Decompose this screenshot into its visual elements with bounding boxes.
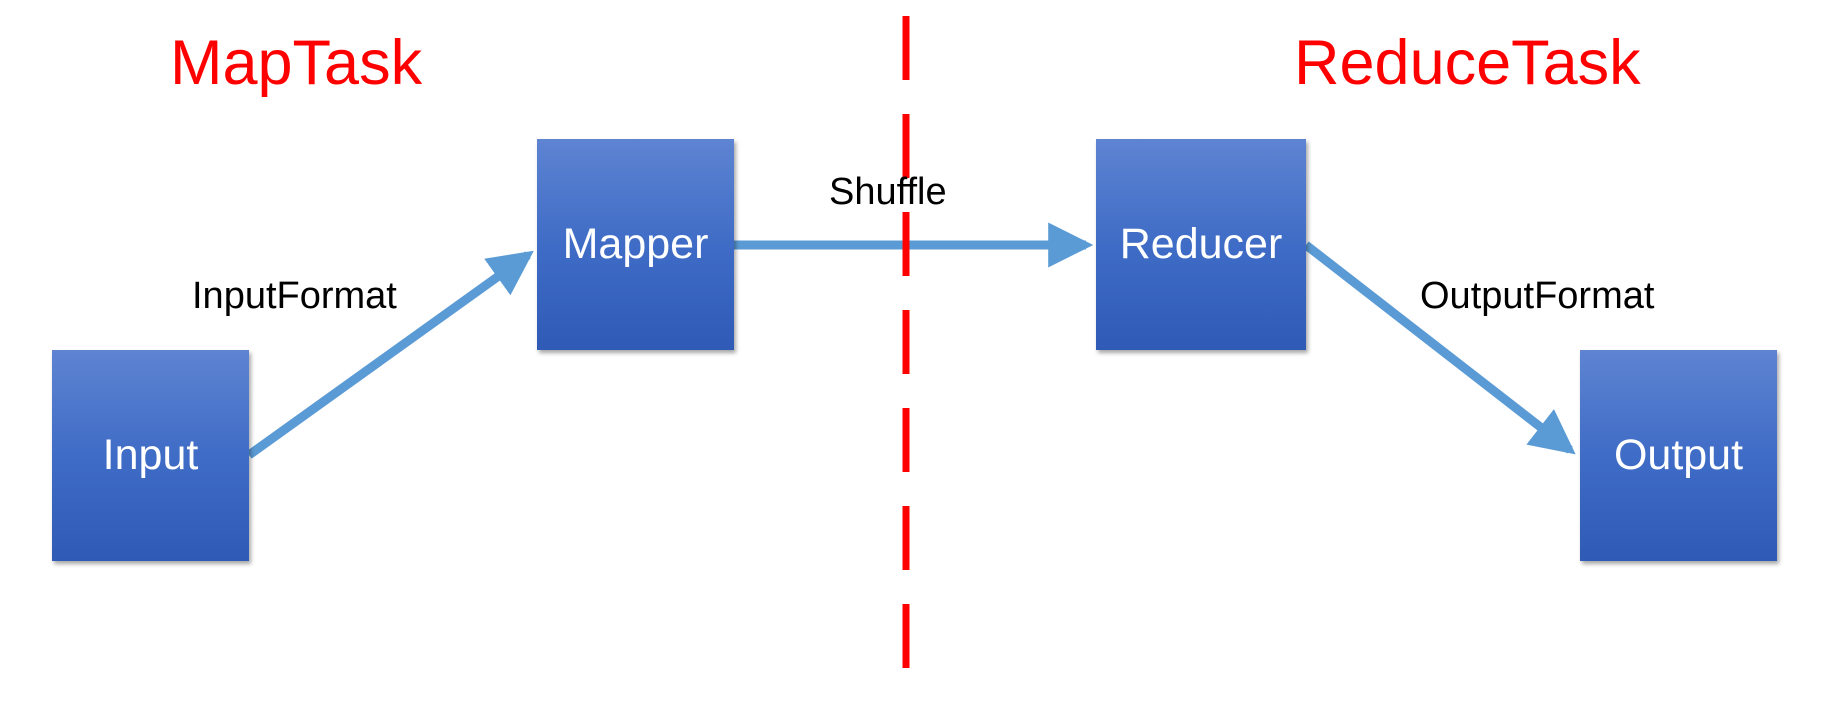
reducer-node-label: Reducer [1119,220,1283,268]
inputformat-label: InputFormat [192,275,397,317]
arrow-input-to-mapper [246,250,534,459]
maptask-title: MapTask [170,28,423,98]
output-node: Output [1580,350,1777,561]
outputformat-label: OutputFormat [1420,275,1655,317]
mapper-node: Mapper [537,139,734,350]
input-node: Input [52,350,249,561]
mapper-node-label: Mapper [562,220,709,268]
arrow-reducer-to-output [1303,241,1576,455]
reducer-node: Reducer [1096,139,1306,350]
input-node-label: Input [102,431,199,479]
reducetask-title: ReduceTask [1294,28,1641,98]
output-node-label: Output [1613,431,1744,479]
shuffle-label: Shuffle [829,171,947,213]
